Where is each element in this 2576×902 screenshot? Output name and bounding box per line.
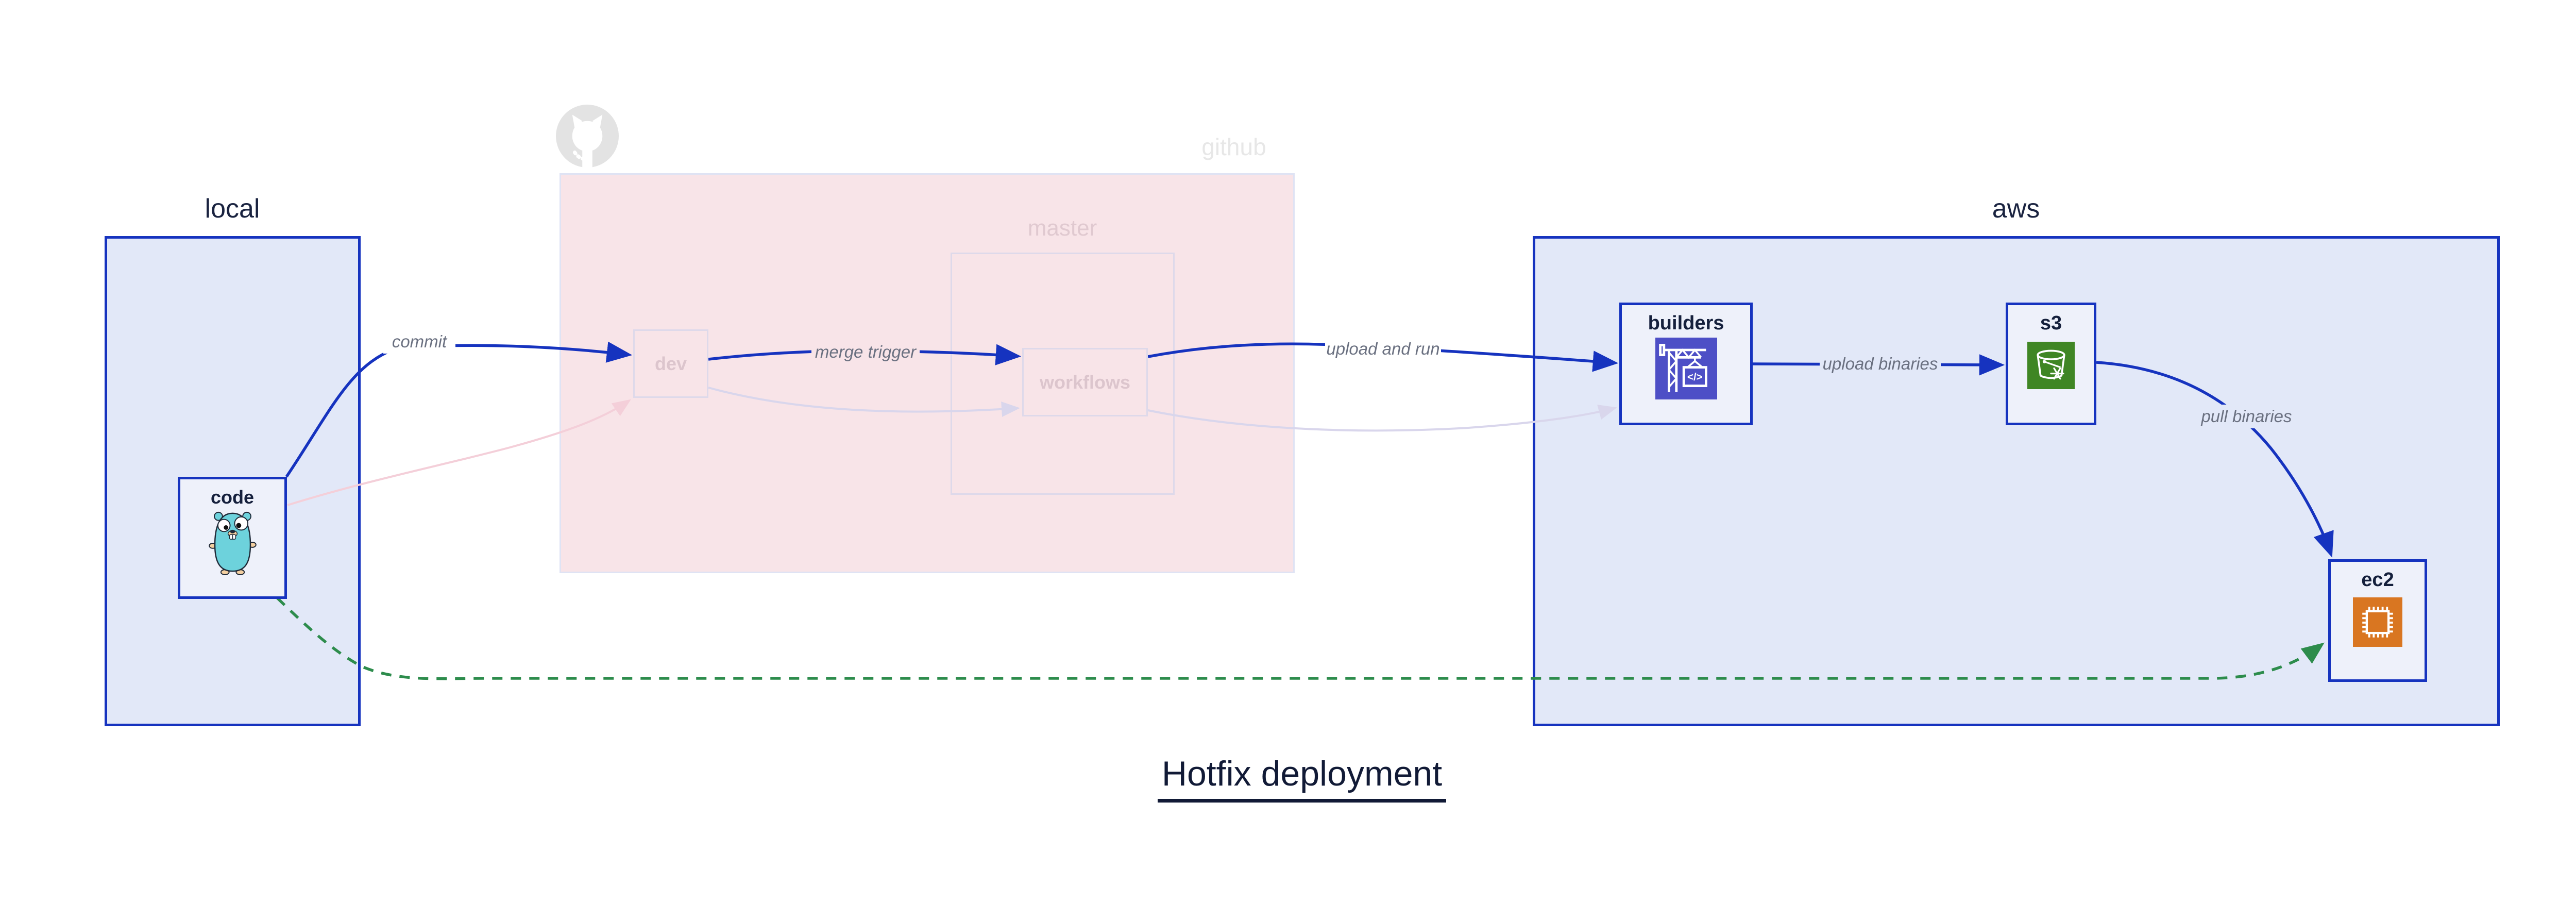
edge-label-merge-trigger: merge trigger <box>811 340 920 364</box>
svg-text:</>: </> <box>1687 372 1703 383</box>
local-container-label: local <box>205 194 260 224</box>
edge-label-upload-and-run: upload and run <box>1325 337 1441 361</box>
master-container-label: master <box>1027 215 1097 241</box>
node-dev-label: dev <box>654 353 687 374</box>
aws-container-label: aws <box>1992 194 2040 224</box>
node-builders: builders </> <box>1619 303 1753 425</box>
node-code-label: code <box>210 487 255 508</box>
node-ec2: ec2 <box>2328 559 2427 682</box>
node-workflows-label: workflows <box>1039 371 1131 393</box>
node-builders-label: builders <box>1648 312 1724 334</box>
master-container <box>951 253 1175 495</box>
codebuild-crane-icon: </> <box>1655 338 1717 402</box>
diagram-title-text: Hotfix deployment <box>1157 754 1447 803</box>
edge-label-pull-binaries: pull binaries <box>2199 405 2294 428</box>
node-code: code <box>178 477 287 599</box>
node-ec2-label: ec2 <box>2361 569 2394 591</box>
node-workflows: workflows <box>1022 348 1148 416</box>
diagram-title: Hotfix deployment <box>0 754 2576 803</box>
github-container-label: github <box>1201 133 1266 160</box>
go-gopher-icon <box>206 509 260 578</box>
ec2-chip-icon <box>2353 597 2402 649</box>
s3-glacier-bucket-icon <box>2027 342 2075 392</box>
edge-label-upload-binaries: upload binaries <box>1820 352 1941 376</box>
node-dev: dev <box>633 329 708 398</box>
node-s3: s3 <box>2006 303 2096 425</box>
github-octocat-icon <box>556 105 619 168</box>
node-s3-label: s3 <box>2040 312 2062 334</box>
edge-label-commit: commit <box>383 330 455 354</box>
